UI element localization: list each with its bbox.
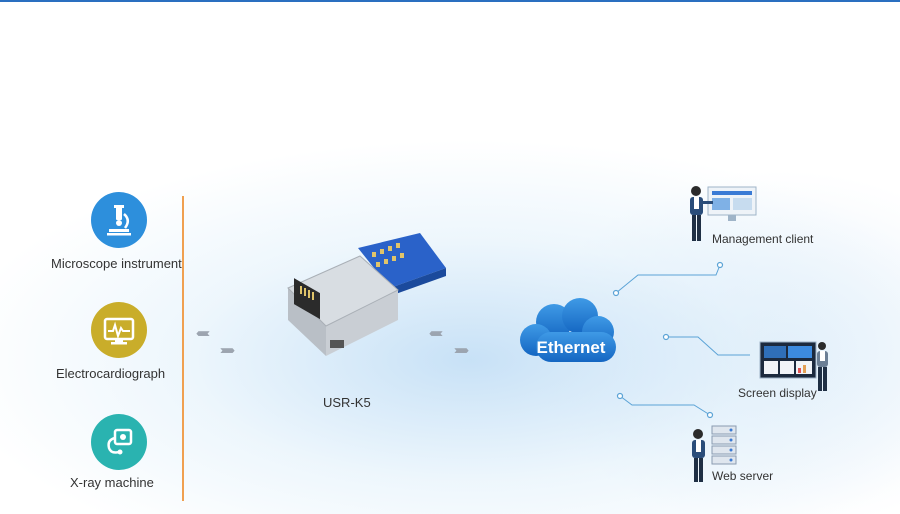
ethernet-label: Ethernet: [537, 338, 606, 357]
client-label-management: Management client: [712, 232, 814, 246]
ecg-monitor-icon: [103, 317, 135, 345]
xray-machine-icon: [107, 428, 133, 455]
management-client-icon: [690, 186, 757, 241]
device-xray-circle: [91, 414, 147, 470]
arrow-left-chevrons-2: ‹‹‹‹‹‹‹‹‹‹‹: [429, 326, 443, 340]
connection-lines: [612, 261, 750, 419]
usr-k5-module-image: [287, 233, 446, 356]
device-label-ecg: Electrocardiograph: [56, 366, 166, 381]
microscope-icon: [107, 205, 131, 236]
screen-display-icon: [759, 341, 828, 391]
ethernet-cloud: Ethernet: [520, 298, 616, 362]
device-label-microscope: Microscope instrument: [51, 256, 182, 271]
column-divider: [182, 196, 184, 501]
arrow-left-chevrons-1: ‹‹‹‹‹‹‹‹‹‹‹: [196, 326, 210, 340]
background-glow: [0, 60, 900, 514]
module-label: USR-K5: [323, 395, 371, 410]
device-microscope-circle: [91, 192, 147, 248]
arrow-right-chevrons-2: ››››››››››››: [454, 343, 469, 357]
client-label-webserver: Web server: [712, 469, 774, 483]
client-label-screen: Screen display: [738, 386, 817, 400]
top-border-line: [0, 0, 900, 2]
arrow-right-chevrons-1: ››››››››››››: [220, 343, 235, 357]
web-server-icon: [692, 425, 737, 482]
device-ecg-circle: [91, 302, 147, 358]
device-label-xray: X-ray machine: [70, 475, 154, 490]
